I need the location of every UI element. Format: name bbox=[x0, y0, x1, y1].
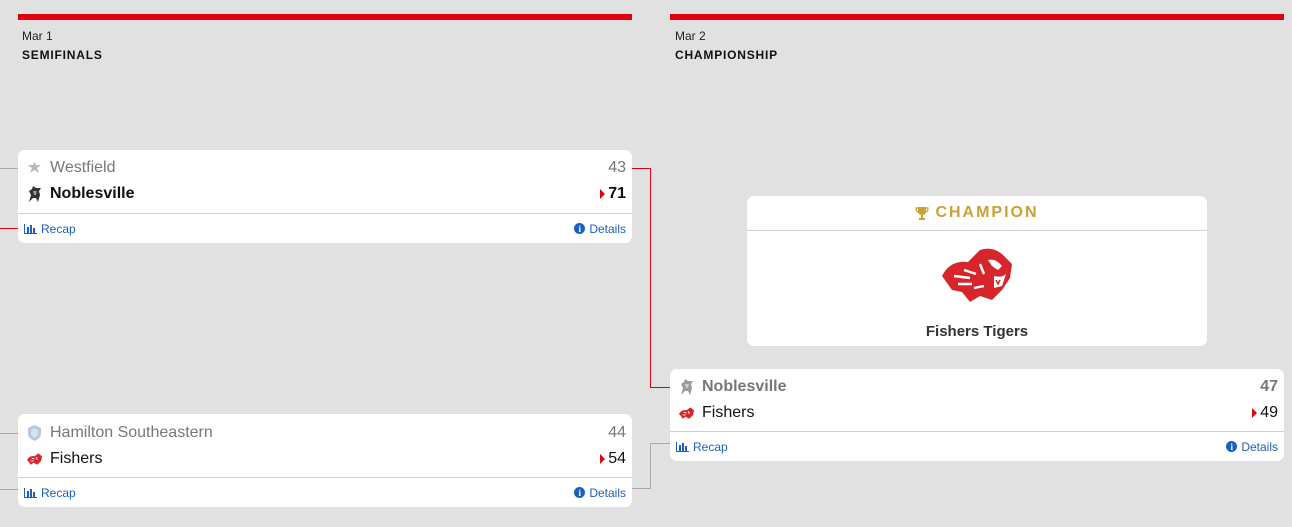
fishers-logo-icon bbox=[26, 451, 43, 468]
team-row-fishers[interactable]: Fishers 54 bbox=[18, 446, 632, 472]
team-name: Fishers bbox=[702, 404, 755, 421]
bracket-connector bbox=[0, 433, 18, 434]
recap-label: Recap bbox=[693, 439, 728, 454]
bracket-connector bbox=[650, 387, 670, 388]
recap-label: Recap bbox=[41, 485, 76, 500]
score-value: 43 bbox=[608, 159, 626, 176]
winner-arrow-icon bbox=[600, 189, 606, 199]
score-value: 54 bbox=[608, 450, 626, 467]
fishers-logo-icon bbox=[678, 405, 695, 422]
bracket-connector bbox=[631, 168, 651, 169]
bracket-connector bbox=[0, 228, 18, 229]
score-value: 49 bbox=[1260, 404, 1278, 421]
team-score: 47 bbox=[1260, 378, 1278, 396]
round-date: Mar 1 bbox=[22, 29, 53, 43]
game-card-semifinal-2: Hamilton Southeastern 44 Fishers 54 Reca… bbox=[18, 414, 632, 507]
team-score: 43 bbox=[608, 159, 626, 177]
score-value: 44 bbox=[608, 424, 626, 441]
champion-label: CHAMPION bbox=[935, 204, 1039, 221]
bar-chart-icon bbox=[676, 441, 689, 452]
champion-team-name: Fishers Tigers bbox=[925, 323, 1029, 340]
champion-card: CHAMPION Fishers Tigers bbox=[747, 196, 1207, 346]
bracket-connector bbox=[650, 443, 670, 444]
round-date: Mar 2 bbox=[675, 29, 706, 43]
bracket-connector bbox=[631, 488, 651, 489]
hamilton-southeastern-logo-icon bbox=[26, 425, 43, 442]
team-row-hamilton-southeastern[interactable]: Hamilton Southeastern 44 bbox=[18, 420, 632, 446]
details-label: Details bbox=[589, 485, 626, 500]
team-score: 49 bbox=[1252, 404, 1278, 422]
winner-arrow-icon bbox=[1252, 408, 1258, 418]
game-card-semifinal-1: Westfield 43 Noblesville 71 Recap i Deta… bbox=[18, 150, 632, 243]
team-row-westfield[interactable]: Westfield 43 bbox=[18, 155, 632, 181]
recap-link[interactable]: Recap bbox=[24, 222, 76, 236]
info-icon: i bbox=[574, 223, 586, 234]
bracket-connector bbox=[0, 489, 18, 490]
details-link[interactable]: i Details bbox=[574, 222, 626, 236]
details-label: Details bbox=[1241, 439, 1278, 454]
westfield-logo-icon bbox=[26, 160, 43, 177]
info-icon: i bbox=[574, 487, 586, 498]
bracket-connector bbox=[650, 443, 651, 489]
recap-link[interactable]: Recap bbox=[676, 440, 728, 454]
game-card-footer: Recap i Details bbox=[670, 431, 1284, 461]
team-name: Westfield bbox=[50, 159, 116, 176]
info-icon: i bbox=[1226, 441, 1238, 452]
noblesville-logo-icon bbox=[678, 378, 695, 396]
details-link[interactable]: i Details bbox=[574, 486, 626, 500]
team-name: Fishers bbox=[50, 450, 103, 467]
tiger-logo-icon bbox=[940, 246, 1014, 307]
team-name: Hamilton Southeastern bbox=[50, 424, 213, 441]
team-name: Noblesville bbox=[50, 185, 135, 202]
team-row-noblesville[interactable]: Noblesville 71 bbox=[18, 181, 632, 207]
bar-chart-icon bbox=[24, 223, 37, 234]
recap-link[interactable]: Recap bbox=[24, 486, 76, 500]
trophy-icon bbox=[915, 207, 930, 220]
bracket-connector bbox=[0, 168, 18, 169]
round-title: CHAMPIONSHIP bbox=[675, 48, 778, 62]
score-value: 47 bbox=[1260, 378, 1278, 395]
noblesville-logo-icon bbox=[26, 185, 43, 203]
team-score: 54 bbox=[600, 450, 626, 468]
bar-chart-icon bbox=[24, 487, 37, 498]
team-score: 71 bbox=[600, 185, 626, 203]
champion-header: CHAMPION bbox=[747, 196, 1207, 231]
team-score: 44 bbox=[608, 424, 626, 442]
recap-label: Recap bbox=[41, 221, 76, 236]
team-name: Noblesville bbox=[702, 378, 787, 395]
game-card-footer: Recap i Details bbox=[18, 477, 632, 507]
details-label: Details bbox=[589, 221, 626, 236]
winner-arrow-icon bbox=[600, 454, 606, 464]
game-card-footer: Recap i Details bbox=[18, 213, 632, 243]
score-value: 71 bbox=[608, 185, 626, 202]
bracket-connector bbox=[650, 168, 651, 388]
game-card-championship: Noblesville 47 Fishers 49 Recap i Detail… bbox=[670, 369, 1284, 461]
details-link[interactable]: i Details bbox=[1226, 440, 1278, 454]
round-bar-championship bbox=[670, 14, 1284, 20]
team-row-noblesville[interactable]: Noblesville 47 bbox=[670, 374, 1284, 400]
round-title: SEMIFINALS bbox=[22, 48, 103, 62]
round-bar-semifinals bbox=[18, 14, 632, 20]
team-row-fishers[interactable]: Fishers 49 bbox=[670, 400, 1284, 426]
